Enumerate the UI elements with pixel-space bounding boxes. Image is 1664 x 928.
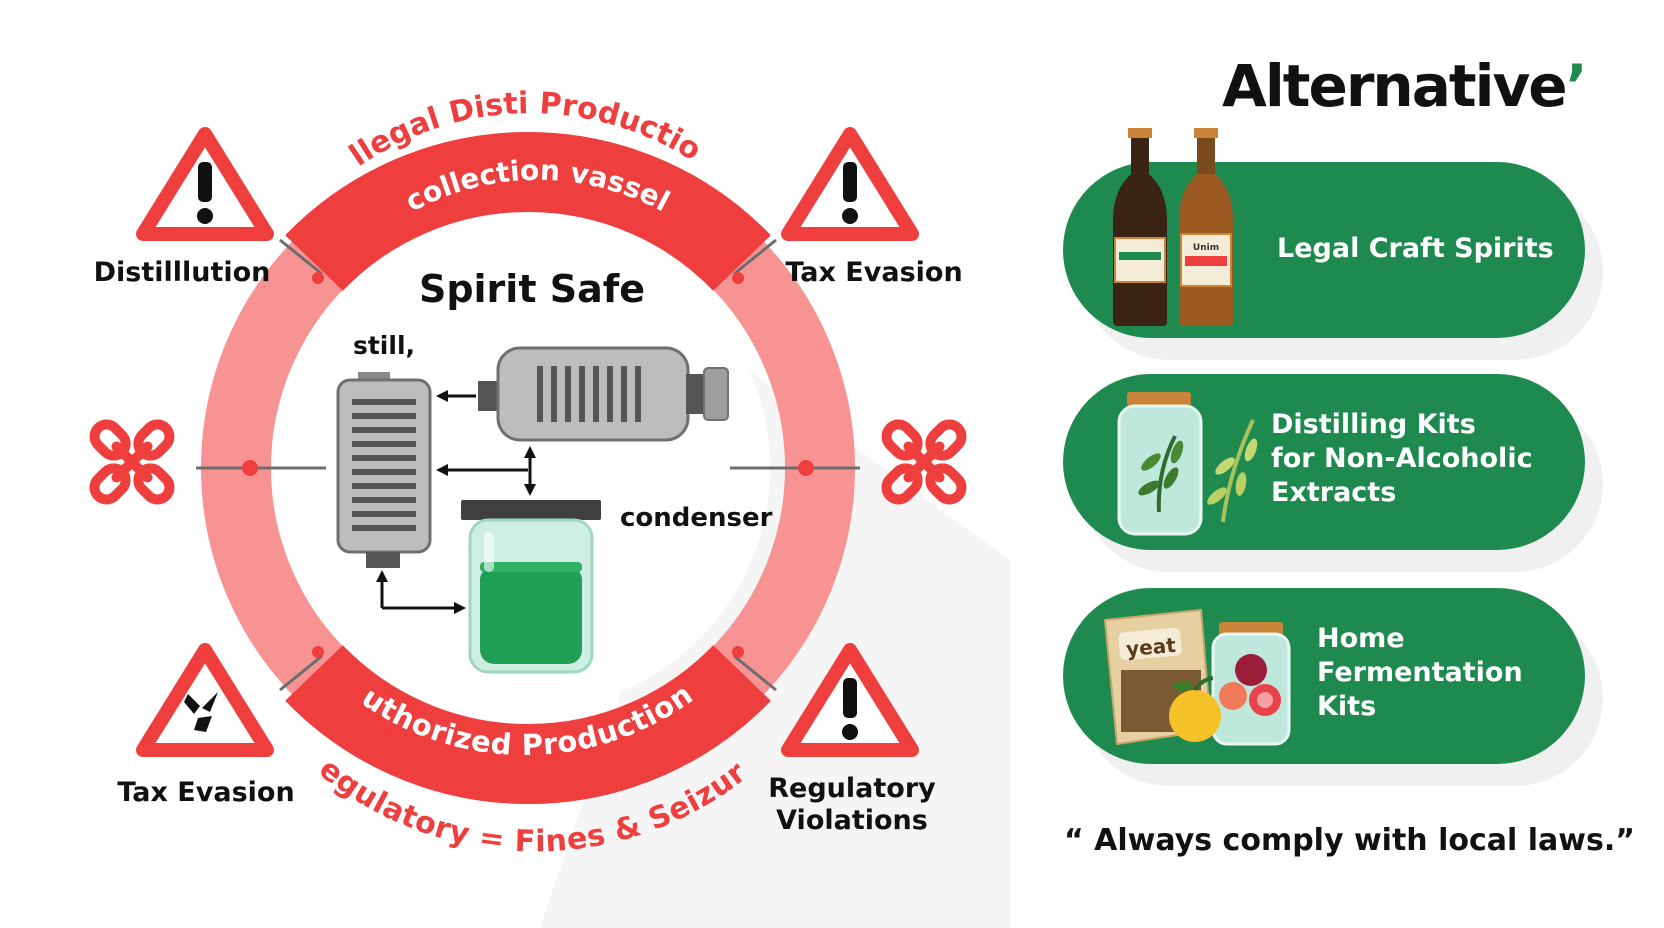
brand-tick-icon: ’ bbox=[1565, 52, 1588, 120]
alternative-label-distilling-kits: Distilling Kits for Non-Alcoholic Extrac… bbox=[1271, 409, 1533, 508]
flow-arrows bbox=[376, 390, 536, 614]
alternative-label-legal-craft-spirits: Legal Craft Spirits bbox=[1277, 233, 1554, 264]
compliance-note: “ Always comply with local laws.” bbox=[1064, 823, 1635, 858]
center-title: Spirit Safe bbox=[419, 267, 645, 311]
warning-label-top-left: Distilllution bbox=[94, 257, 271, 288]
warning-icon-bottom-right bbox=[781, 643, 919, 757]
still-column-icon bbox=[336, 372, 432, 568]
warning-label-bottom-right-2: Violations bbox=[776, 805, 928, 836]
alternative-item-legal-craft-spirits: Unim Legal Craft Spirits bbox=[1063, 128, 1585, 338]
warning-icon-top-right bbox=[781, 127, 919, 241]
bottle-tag-label: Unim bbox=[1193, 243, 1219, 253]
warning-label-top-right: Tax Evasion bbox=[785, 257, 962, 288]
alternative-item-distilling-kits: Distilling Kits for Non-Alcoholic Extrac… bbox=[1063, 374, 1585, 550]
bottles-icon: Unim bbox=[1113, 128, 1233, 326]
yeast-bag-label: yeat bbox=[1125, 633, 1177, 661]
alternatives-heading: Alternative’ bbox=[1222, 52, 1588, 120]
yeast-fruit-icon: yeat bbox=[1103, 608, 1291, 746]
connector-dots bbox=[242, 272, 814, 658]
herb-jar-icon bbox=[1117, 392, 1258, 536]
condenser-label: condenser bbox=[620, 503, 773, 533]
broken-chain-icon-right bbox=[881, 419, 967, 505]
condenser-icon bbox=[478, 346, 729, 442]
alternative-item-home-fermentation-kits: yeat Home Fermentation Kits bbox=[1063, 588, 1585, 764]
connector-lines bbox=[196, 238, 860, 692]
ring-bottom-band bbox=[285, 644, 771, 805]
ring-top-band bbox=[285, 131, 771, 292]
collection-vessel-icon bbox=[461, 500, 601, 674]
warning-label-bottom-right-1: Regulatory bbox=[768, 773, 936, 804]
warning-icon-bottom-left bbox=[136, 643, 274, 757]
still-label: still, bbox=[353, 331, 415, 360]
warning-icon-top-left bbox=[136, 127, 274, 241]
broken-chain-icon-left bbox=[89, 419, 175, 505]
alternative-label-home-fermentation-kits: Home Fermentation Kits bbox=[1317, 623, 1523, 722]
warning-label-bottom-left: Tax Evasion bbox=[117, 777, 294, 808]
